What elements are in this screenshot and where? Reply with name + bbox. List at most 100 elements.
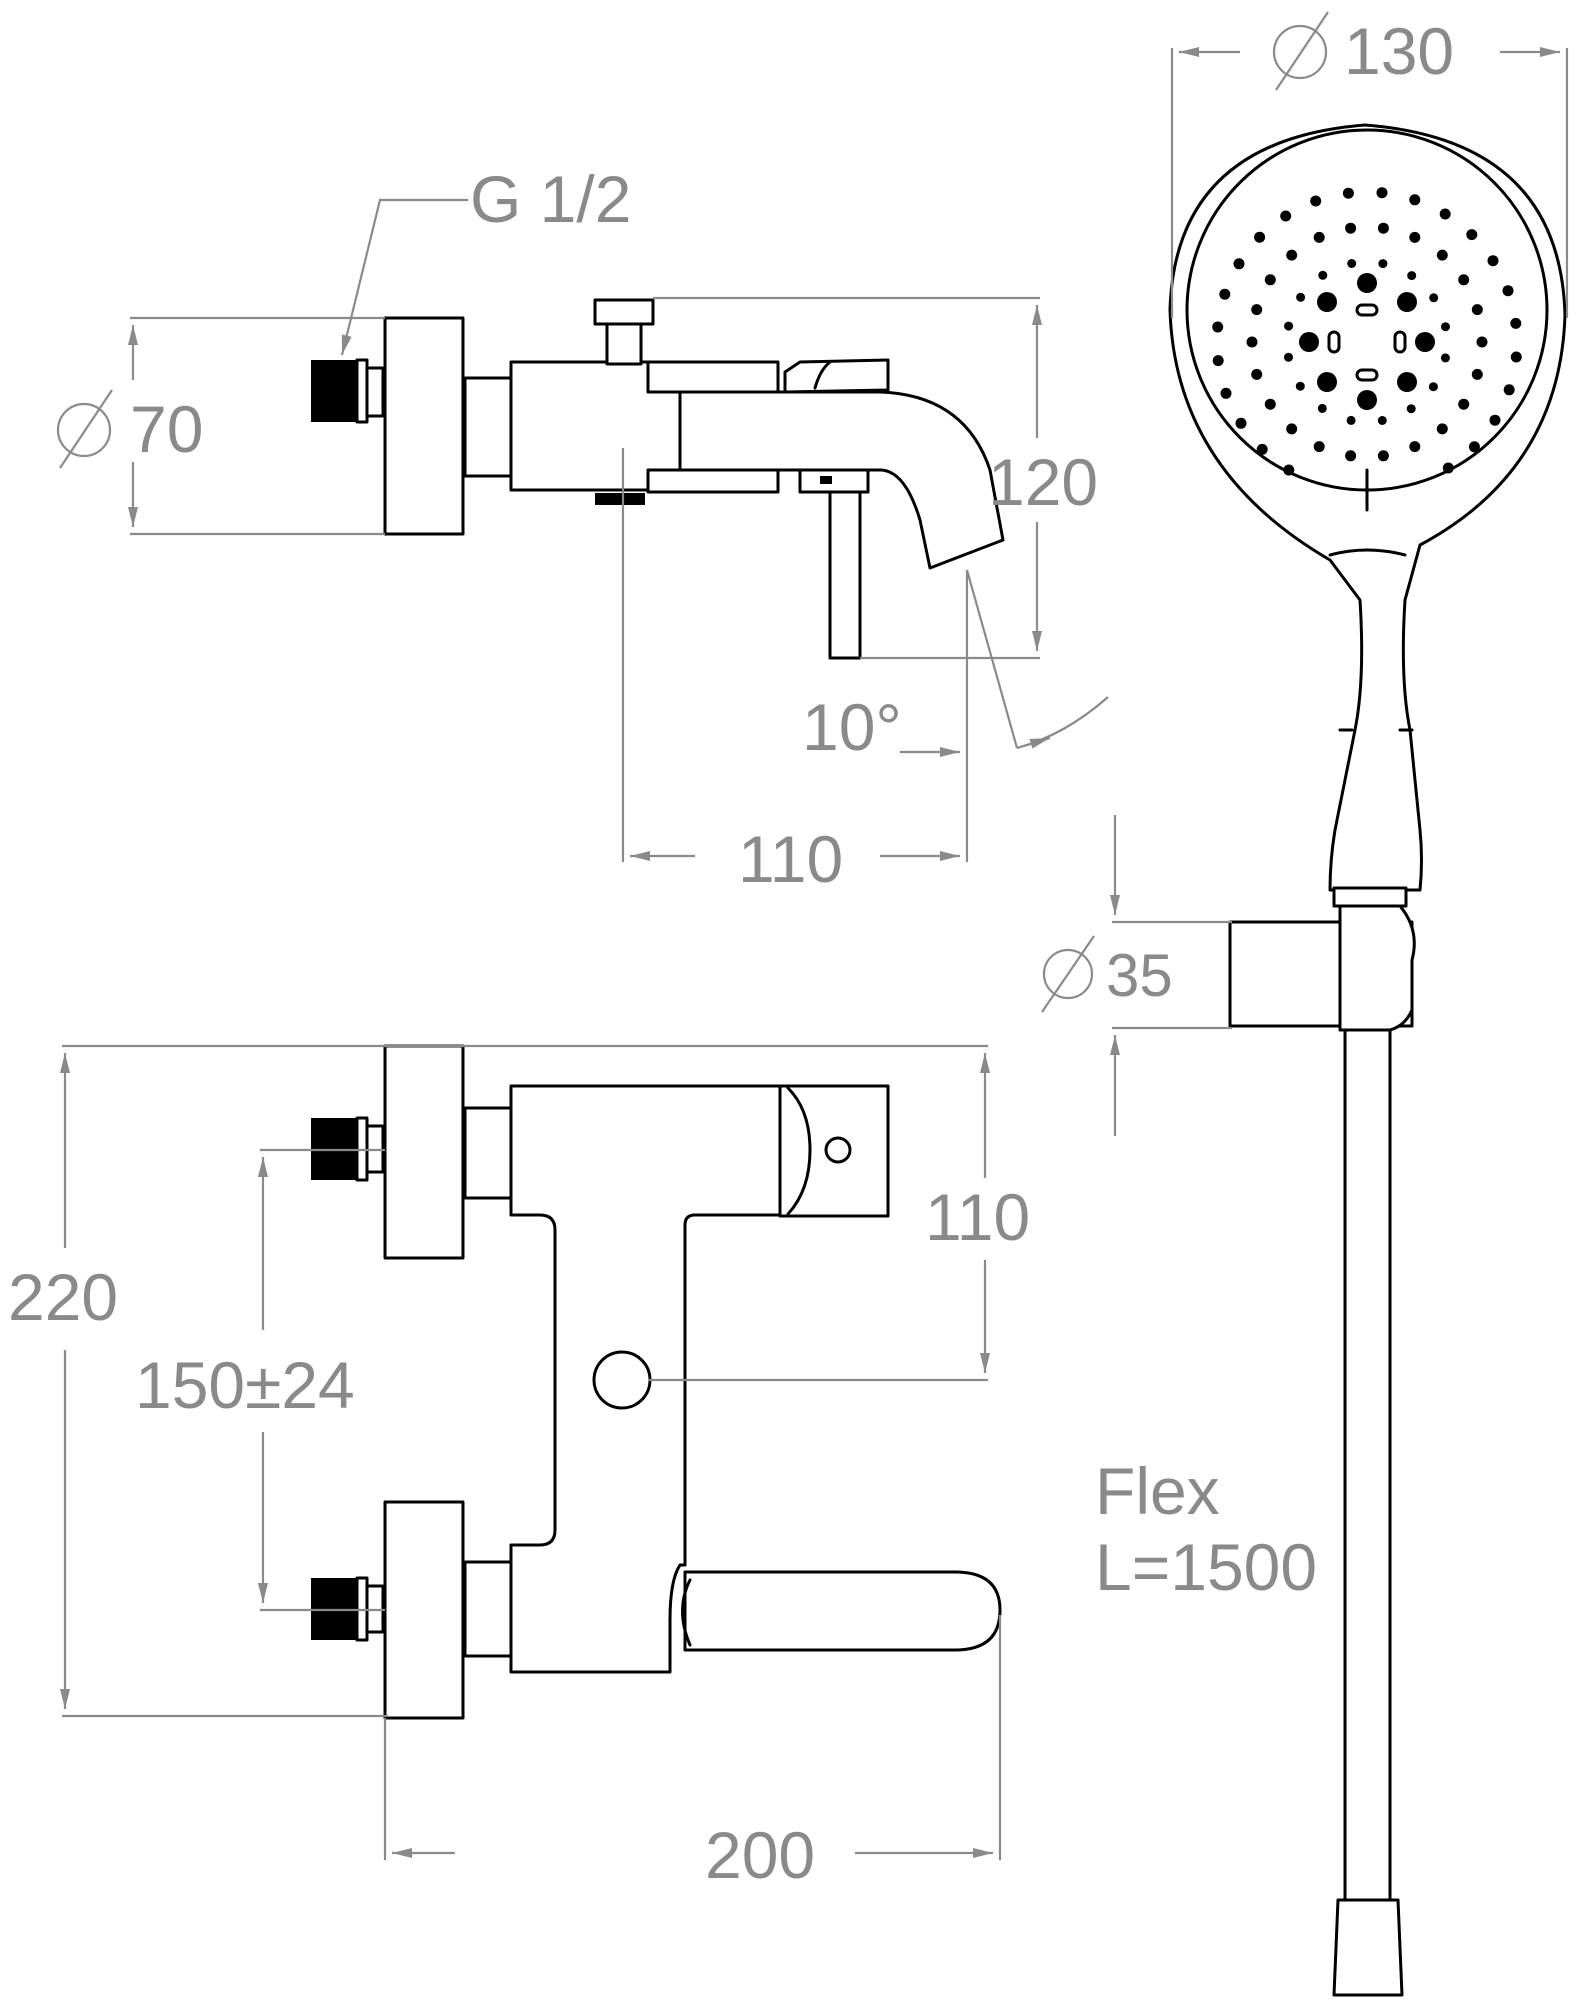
label-angle-10: 10° bbox=[802, 690, 902, 764]
nozzle-dot bbox=[1409, 441, 1421, 453]
nozzle-dot bbox=[1406, 404, 1416, 414]
nozzle-dot bbox=[1251, 368, 1263, 380]
shower-hose bbox=[1343, 1028, 1392, 1902]
nozzle-dot bbox=[1296, 292, 1306, 302]
front-view bbox=[311, 1044, 1002, 1720]
nozzle-dot bbox=[1489, 414, 1501, 426]
nozzle-dot bbox=[1251, 304, 1263, 316]
dia-symbol-70 bbox=[56, 389, 113, 469]
label-flex: Flex bbox=[1095, 1454, 1220, 1528]
nozzle-dot bbox=[1264, 274, 1276, 286]
nozzle-dot bbox=[1487, 255, 1499, 267]
nozzle-pattern bbox=[1212, 187, 1522, 476]
nozzle-dot bbox=[1212, 355, 1224, 367]
nozzle-dot bbox=[1429, 293, 1439, 303]
side-view-dimensions: G 1/2 70 120 10° 110 bbox=[56, 162, 1109, 896]
hand-shower-dimensions: 130 35 Flex L=1500 bbox=[1041, 11, 1569, 1604]
label-dim-110-right: 110 bbox=[925, 1180, 1030, 1254]
side-wall-flange bbox=[383, 316, 465, 536]
label-dim-120: 120 bbox=[988, 445, 1098, 519]
nozzle-dot bbox=[1347, 259, 1357, 268]
nozzle-dot bbox=[1220, 387, 1232, 399]
nozzle-dot bbox=[1442, 462, 1454, 474]
nozzle-dot bbox=[1476, 336, 1488, 348]
nozzle-dot bbox=[1376, 187, 1388, 199]
center-jets bbox=[1299, 273, 1435, 410]
nozzle-dot bbox=[1219, 288, 1231, 300]
nozzle-dot bbox=[1317, 403, 1327, 413]
nozzle-dot bbox=[1310, 195, 1322, 207]
nozzle-dot bbox=[1436, 249, 1448, 261]
nozzle-dot bbox=[1284, 321, 1294, 331]
label-dia-130: 130 bbox=[1344, 14, 1454, 88]
nozzle-dot bbox=[1466, 229, 1478, 241]
nozzle-dot bbox=[1318, 270, 1328, 280]
nozzle-dot bbox=[1264, 398, 1276, 410]
nozzle-dot bbox=[1284, 352, 1293, 362]
nozzle-dot bbox=[1233, 258, 1245, 270]
nozzle-dot bbox=[1471, 368, 1483, 380]
label-dia-35: 35 bbox=[1106, 942, 1173, 1009]
nozzle-dot bbox=[1440, 353, 1450, 363]
nozzle-dot bbox=[1503, 384, 1515, 396]
nozzle-dot bbox=[1342, 187, 1354, 199]
front-lever-head bbox=[778, 1084, 890, 1218]
nozzle-dot bbox=[1345, 222, 1357, 234]
label-dia-70: 70 bbox=[130, 392, 203, 466]
nozzle-dot bbox=[1407, 271, 1417, 281]
nozzle-dot bbox=[1235, 417, 1247, 429]
nozzle-dot bbox=[1256, 443, 1268, 455]
nozzle-dot bbox=[1254, 231, 1266, 243]
nozzle-dot bbox=[1428, 382, 1438, 392]
nozzle-dot bbox=[1441, 322, 1450, 332]
label-dim-200: 200 bbox=[705, 1818, 815, 1892]
front-spout bbox=[683, 1570, 1002, 1652]
nozzle-dot bbox=[1409, 231, 1421, 243]
nozzle-dot bbox=[1510, 351, 1522, 363]
label-flex-length: L=1500 bbox=[1095, 1530, 1317, 1604]
nozzle-dot bbox=[1439, 208, 1451, 220]
nozzle-dot bbox=[1468, 441, 1480, 453]
nozzle-dot bbox=[1510, 317, 1522, 329]
label-dim-220: 220 bbox=[8, 1260, 118, 1334]
label-dim-110-top: 110 bbox=[738, 822, 843, 896]
nozzle-dot bbox=[1377, 450, 1389, 462]
nozzle-dot bbox=[1458, 398, 1470, 410]
nozzle-dot bbox=[1377, 416, 1387, 425]
label-thread: G 1/2 bbox=[470, 162, 631, 236]
front-body bbox=[509, 1084, 782, 1674]
nozzle-dot bbox=[1283, 464, 1295, 476]
nozzle-dot bbox=[1409, 194, 1421, 206]
front-upper-nut bbox=[463, 1106, 513, 1200]
nozzle-dot bbox=[1212, 321, 1224, 333]
label-dim-150: 150±24 bbox=[135, 1348, 355, 1422]
front-lower-flange bbox=[383, 1500, 465, 1720]
nozzle-dot bbox=[1246, 336, 1258, 348]
front-upper-flange bbox=[383, 1044, 465, 1260]
nozzle-dot bbox=[1436, 423, 1448, 435]
nozzle-dot bbox=[1295, 381, 1305, 391]
nozzle-dot bbox=[1313, 231, 1325, 243]
dia-symbol-130 bbox=[1272, 11, 1329, 91]
hose-end bbox=[1332, 1898, 1404, 1997]
nozzle-dot bbox=[1313, 441, 1325, 453]
nozzle-dot bbox=[1378, 259, 1388, 269]
side-spout bbox=[678, 390, 1005, 570]
nozzle-dot bbox=[1280, 210, 1292, 222]
nozzle-dot bbox=[1377, 222, 1389, 234]
nozzle-dot bbox=[1286, 249, 1298, 261]
side-view bbox=[311, 298, 1005, 660]
dia-symbol-35 bbox=[1041, 935, 1095, 1013]
nozzle-dot bbox=[1286, 423, 1298, 435]
nozzle-dot bbox=[1346, 415, 1356, 425]
nozzle-dot bbox=[1345, 450, 1357, 462]
hand-shower bbox=[1168, 123, 1567, 1997]
nozzle-dot bbox=[1471, 304, 1483, 316]
side-diverter-knob bbox=[593, 298, 655, 326]
front-lower-nut bbox=[463, 1560, 513, 1658]
nozzle-dot bbox=[1458, 274, 1470, 286]
nozzle-dot bbox=[1502, 285, 1514, 297]
side-nut bbox=[463, 376, 513, 478]
front-view-dimensions: 220 150±24 110 200 bbox=[8, 1044, 1030, 1892]
